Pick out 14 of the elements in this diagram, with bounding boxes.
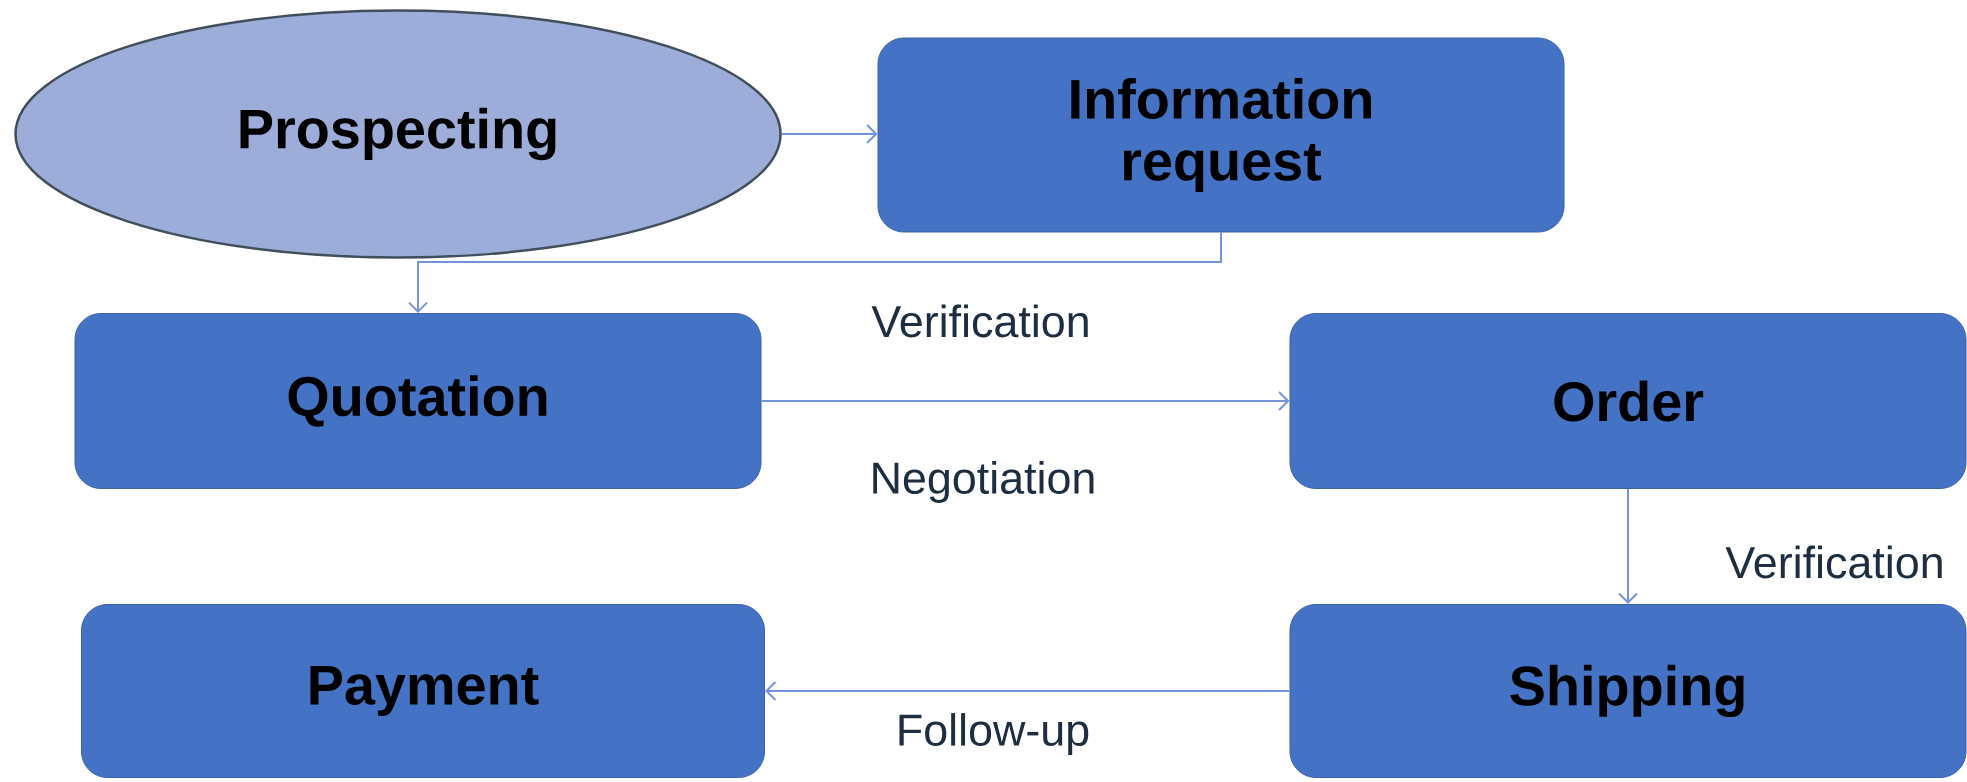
arrow [780,124,878,144]
arrow [1618,488,1638,604]
process-box: Shipping [1289,604,1967,778]
process-box: Payment [81,604,765,778]
edge-label: Follow-up [893,711,1093,757]
edge-label: Verification [1723,543,1947,581]
text-label: Negotiation [867,459,1099,505]
process-box: Quotation [74,313,762,489]
arrow [408,231,1222,313]
process-box: Information request [877,37,1565,233]
arrow [760,391,1290,411]
edge-label: Verification [869,302,1093,340]
arrow [765,681,1291,701]
process-box: Order [1289,313,1967,489]
